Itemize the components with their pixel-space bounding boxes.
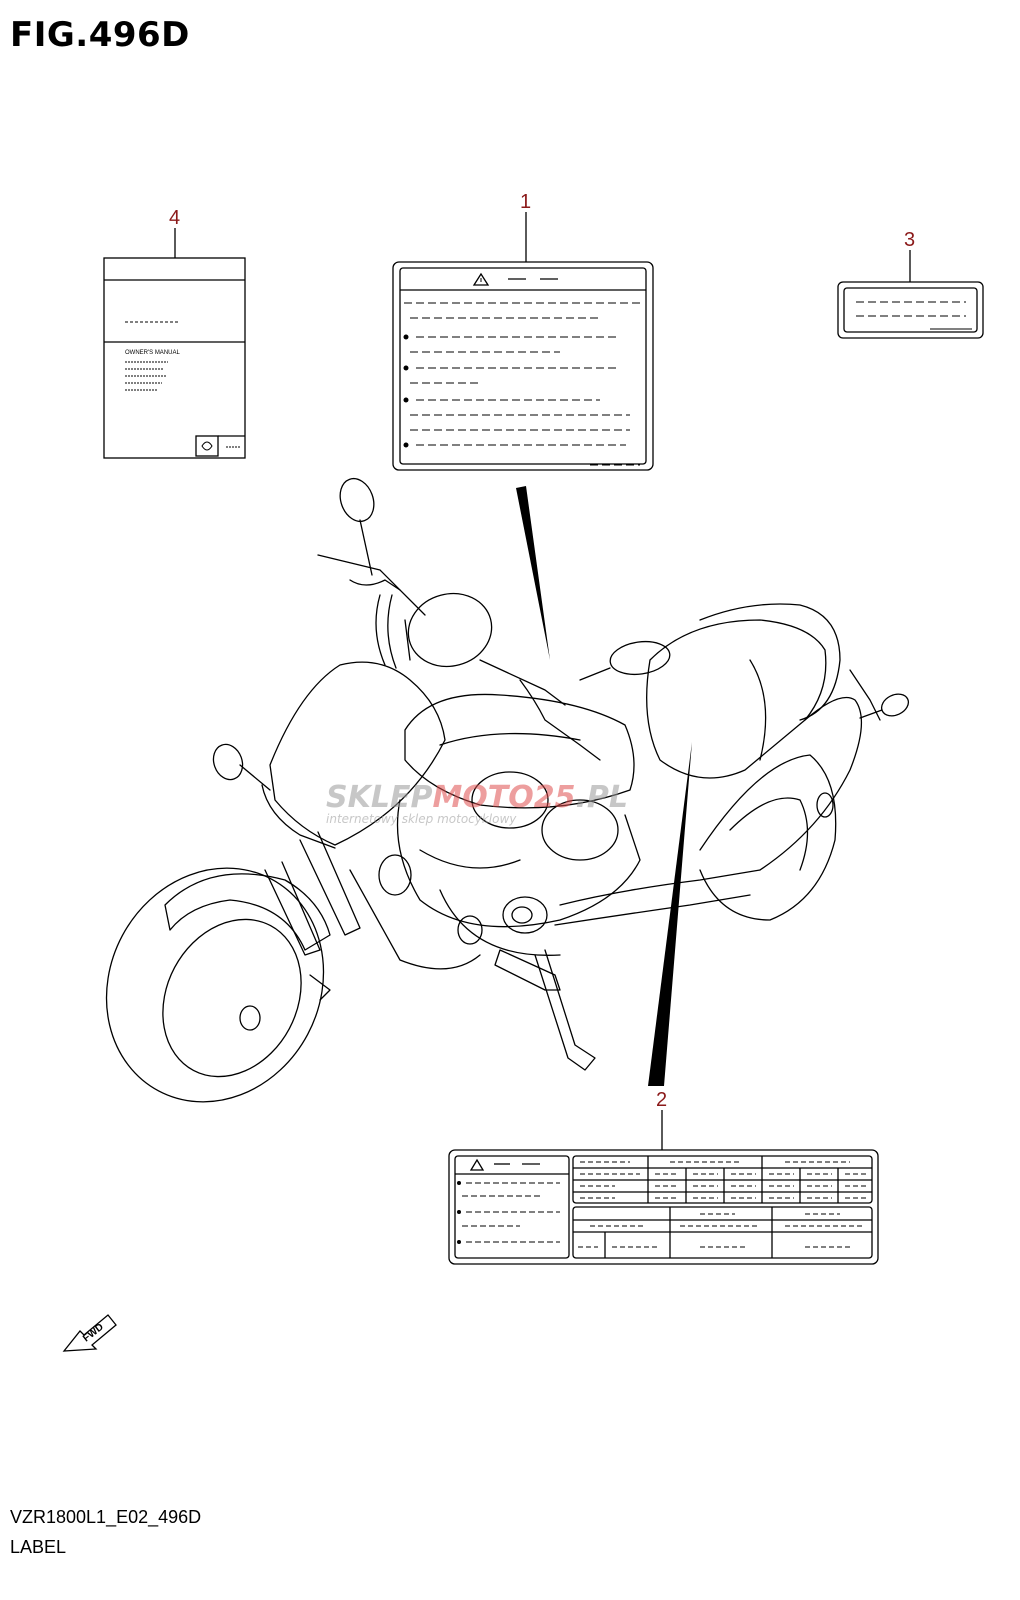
- figure-name: LABEL: [10, 1537, 67, 1557]
- warning-triangle-icon: [472, 272, 490, 286]
- label-1-warning[interactable]: [392, 212, 654, 471]
- watermark-brand-tail: 25: [534, 780, 576, 815]
- motorcycle-illustration: [105, 477, 910, 1103]
- callout-4: 4: [169, 207, 180, 229]
- callout-1: 1: [520, 191, 531, 213]
- watermark-brand-dark: SKLEP: [326, 780, 432, 815]
- forward-arrow-icon: [62, 1314, 117, 1352]
- pointer-wedge-2: [648, 742, 692, 1086]
- label-4-owners-manual[interactable]: [103, 228, 246, 459]
- label-2-info-table[interactable]: [448, 1110, 879, 1265]
- svg-text:SKLEPMOTO25.PL: SKLEPMOTO25.PL: [326, 780, 628, 815]
- callout-2: 2: [656, 1089, 667, 1111]
- watermark-tagline: internetowy sklep motocyklowy: [326, 812, 517, 826]
- pointer-wedge-1: [516, 486, 550, 660]
- watermark-brand-suffix: .PL: [576, 780, 629, 815]
- owners-manual-text: OWNER'S MANUAL: [125, 350, 180, 356]
- figure-code: VZR1800L1_E02_496D: [10, 1507, 202, 1527]
- callout-3: 3: [904, 229, 915, 251]
- watermark-brand-red: MOTO: [432, 780, 533, 815]
- warning-triangle-icon-2: [469, 1158, 485, 1171]
- figure-title: FIG.496D: [10, 15, 190, 55]
- label-3-tag[interactable]: [837, 250, 984, 339]
- watermark: SKLEPMOTO25.PL internetowy sklep motocyk…: [326, 780, 628, 826]
